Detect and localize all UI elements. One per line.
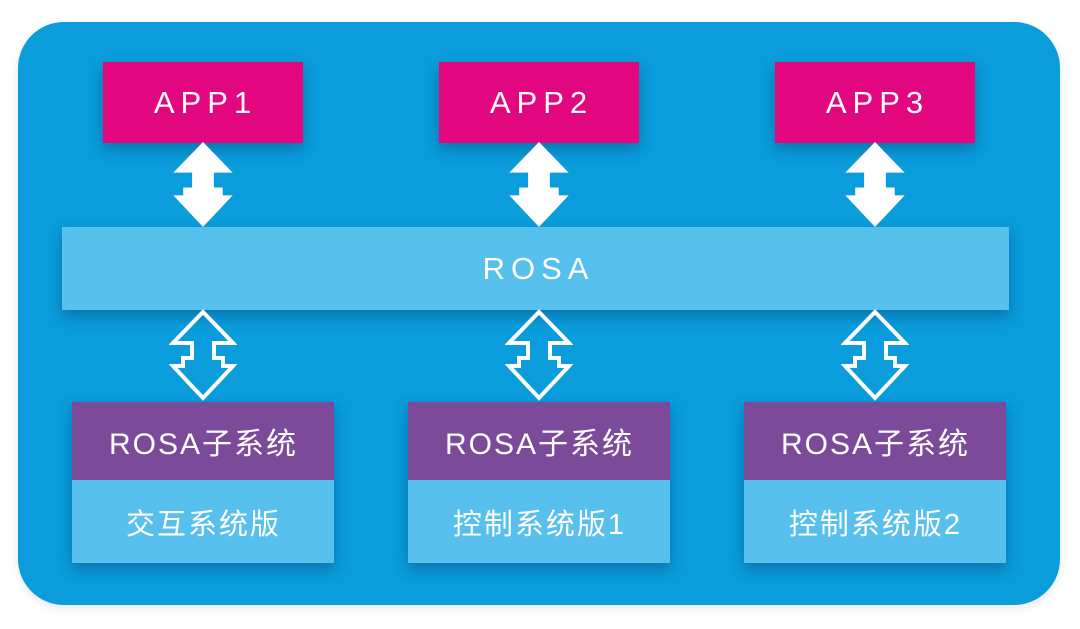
rosa-subsystem1-up-down-arrow-outline-icon [168,309,237,401]
subsystem-1-group: ROSA子系统 交互系统版 [71,402,334,563]
subsystem-2-header: ROSA子系统 [407,402,670,480]
subsystem-3-header: ROSA子系统 [743,402,1006,480]
app1-rosa-up-down-arrow-icon [172,142,234,227]
app3-rosa-up-down-arrow-icon [844,142,906,227]
subsystem-2-group: ROSA子系统 控制系统版1 [407,402,670,563]
subsystem-1-header: ROSA子系统 [71,402,334,480]
subsystem-3-group: ROSA子系统 控制系统版2 [743,402,1006,563]
app1-box: APP1 [102,62,303,143]
app3-box: APP3 [774,62,975,143]
rosa-subsystem2-up-down-arrow-outline-icon [504,309,573,401]
app2-box: APP2 [438,62,639,143]
subsystem-3-edition: 控制系统版2 [743,480,1006,563]
rosa-bar: ROSA [62,227,1009,310]
rosa-subsystem3-up-down-arrow-outline-icon [840,309,909,401]
diagram-panel: APP1 APP2 APP3 ROSA ROSA子系统 交互系统版 ROSA子系… [18,22,1060,605]
rosa-label: ROSA [482,250,595,286]
subsystem-2-edition: 控制系统版1 [407,480,670,563]
app2-rosa-up-down-arrow-icon [508,142,570,227]
subsystem-1-edition: 交互系统版 [71,480,334,563]
app2-label: APP2 [489,84,594,120]
app1-label: APP1 [153,84,258,120]
app3-label: APP3 [825,84,930,120]
